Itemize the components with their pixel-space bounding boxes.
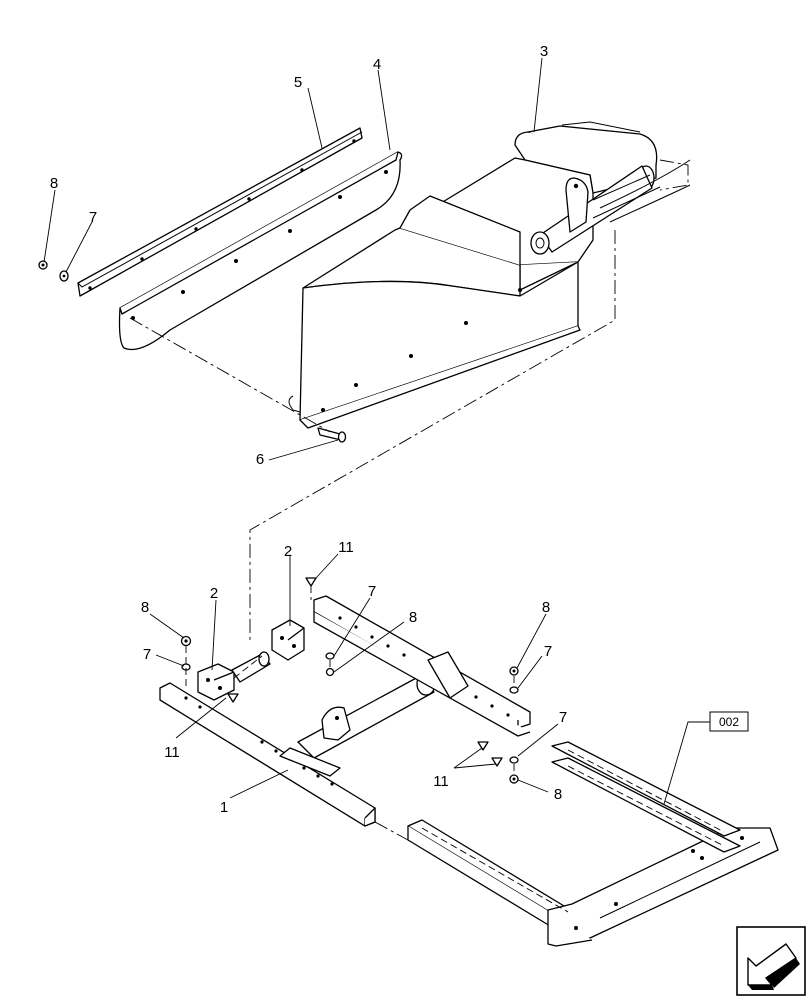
callout-8-right-bottom: 8 [554, 786, 562, 803]
callout-1: 1 [220, 799, 228, 816]
callout-11-top: 11 [338, 539, 354, 556]
pivot-bracket-right-part-2 [271, 619, 305, 661]
phantom-line-upper [129, 317, 331, 433]
shield-plate-part-4 [288, 195, 581, 429]
callout-8-mid: 8 [409, 609, 417, 626]
callout-7-left: 7 [143, 646, 151, 663]
callout-11-bottom: 11 [433, 773, 449, 790]
cross-tube [279, 672, 436, 777]
reference-box: 002 [709, 711, 749, 732]
callout-2-left: 2 [210, 585, 218, 602]
phantom-line-lower [374, 821, 409, 841]
pivot-bracket-left-part-2 [197, 651, 271, 701]
callout-7-upper: 7 [89, 209, 97, 226]
frame-reference-002 [407, 741, 779, 947]
callout-11-left: 11 [164, 744, 180, 761]
side-panel-part-4 [118, 151, 403, 351]
callout-6: 6 [256, 451, 264, 468]
lower-hardware [180, 577, 519, 784]
callout-7-mid: 7 [368, 583, 376, 600]
retaining-strip-part-5 [77, 127, 363, 297]
hidden-line-beam [233, 655, 263, 679]
upper-hardware [38, 260, 69, 282]
reference-label: 002 [719, 715, 739, 729]
callout-7-right-bottom: 7 [559, 709, 567, 726]
rear-channel-beam [313, 595, 531, 737]
callout-labels: 5 4 3 8 7 6 2 2 11 8 7 11 7 8 8 7 7 8 11… [50, 43, 567, 816]
callout-4: 4 [373, 56, 381, 73]
bolt-part-6 [317, 427, 347, 443]
channel-beam-part-1 [159, 682, 376, 827]
callout-8-right-top: 8 [542, 599, 550, 616]
leader-lines [43, 57, 710, 805]
callout-7-right-top: 7 [544, 643, 552, 660]
phantom-line-right [249, 230, 616, 640]
callout-8-upper: 8 [50, 175, 58, 192]
arrow-icon[interactable] [736, 926, 806, 996]
callout-2-right: 2 [284, 543, 292, 560]
callout-5: 5 [294, 74, 302, 91]
callout-8-left: 8 [141, 599, 149, 616]
callout-3: 3 [540, 43, 548, 60]
